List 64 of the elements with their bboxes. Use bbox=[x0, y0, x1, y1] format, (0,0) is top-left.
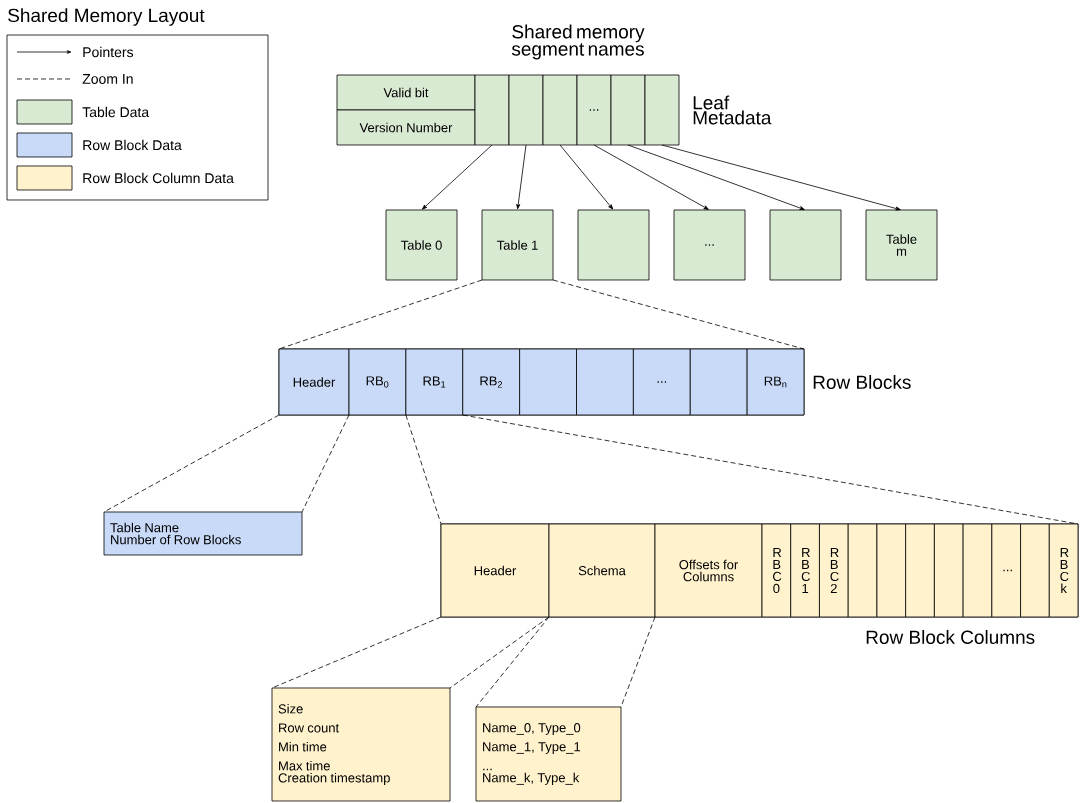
segment-name-cell bbox=[644, 74, 680, 146]
table-box: ... bbox=[673, 209, 746, 281]
column-cell: Schema bbox=[548, 523, 656, 618]
caption-label: Row Block Columns bbox=[866, 630, 1035, 644]
segment-name-cell bbox=[474, 74, 510, 146]
row-block-cell: RB$_{n}$ bbox=[746, 348, 805, 416]
column-cell bbox=[847, 523, 878, 618]
segment-name-cell: ... bbox=[576, 74, 612, 146]
legend-label: Pointers bbox=[83, 46, 134, 58]
column-cell: R B C 2 bbox=[819, 523, 849, 618]
arrow bbox=[422, 144, 493, 210]
detail-box: Size Row count Min time Max time Creation timestamp bbox=[271, 687, 451, 802]
column-cell: R B C 0 bbox=[761, 523, 792, 618]
arrow bbox=[516, 144, 527, 210]
arrow bbox=[627, 144, 805, 210]
zoom-line bbox=[301, 414, 350, 513]
row-block-cell: RB$_{0}$ bbox=[348, 348, 407, 416]
zoom-line bbox=[552, 279, 805, 350]
zoom-line bbox=[620, 616, 656, 708]
arrow bbox=[661, 144, 901, 211]
row-block-cell bbox=[576, 348, 634, 416]
row-block-cell: RB$_{2}$ bbox=[462, 348, 521, 416]
zoom-line bbox=[475, 616, 550, 708]
table-box: Table m bbox=[865, 209, 938, 281]
column-cell bbox=[934, 523, 964, 618]
segment-names-label: Shared memory segment names bbox=[511, 24, 645, 60]
column-cell bbox=[1020, 523, 1050, 618]
zoom-line bbox=[405, 414, 442, 525]
metadata-cell: Version Number bbox=[336, 109, 476, 146]
metadata-label: Leaf Metadata bbox=[693, 95, 772, 125]
arrow bbox=[593, 144, 709, 210]
table-box: Table 0 bbox=[385, 209, 458, 281]
legend-label: Zoom In bbox=[82, 74, 133, 84]
segment-name-cell bbox=[508, 74, 544, 146]
caption-label: Row Blocks bbox=[813, 375, 911, 389]
zoom-line bbox=[449, 616, 550, 689]
arrow bbox=[559, 144, 614, 210]
zoom-line bbox=[462, 414, 1079, 525]
column-cell: Header bbox=[440, 523, 550, 618]
column-cell bbox=[905, 523, 935, 618]
row-block-cell: RB$_{1}$ bbox=[405, 348, 464, 416]
row-block-cell: ... bbox=[633, 348, 691, 416]
table-box bbox=[769, 209, 842, 281]
legend-label: Row Block Data bbox=[83, 139, 182, 151]
legend-label: Table Data bbox=[82, 106, 150, 118]
segment-name-cell bbox=[610, 74, 646, 146]
segment-name-cell bbox=[542, 74, 578, 146]
row-block-cell: Header bbox=[278, 348, 350, 416]
detail-box: Table Name Number of Row Blocks bbox=[103, 511, 303, 556]
table-box: Table 1 bbox=[481, 209, 554, 281]
zoom-line bbox=[278, 279, 483, 350]
column-cell: R B C 1 bbox=[790, 523, 820, 618]
table-box bbox=[577, 209, 650, 281]
column-cell: R B C k bbox=[1048, 523, 1079, 618]
column-cell: ... bbox=[991, 523, 1021, 618]
column-cell bbox=[962, 523, 993, 618]
legend-label: Row Block Column Data bbox=[83, 172, 234, 184]
zoom-line bbox=[103, 414, 280, 513]
row-block-cell bbox=[689, 348, 748, 416]
row-block-cell bbox=[519, 348, 577, 416]
column-cell bbox=[876, 523, 907, 618]
heading: Shared Memory Layout bbox=[8, 8, 205, 26]
metadata-cell: Valid bit bbox=[336, 74, 476, 111]
detail-box: Name_0, Type_0 Name_1, Type_1 ... Name_k, Type_k bbox=[475, 706, 622, 802]
